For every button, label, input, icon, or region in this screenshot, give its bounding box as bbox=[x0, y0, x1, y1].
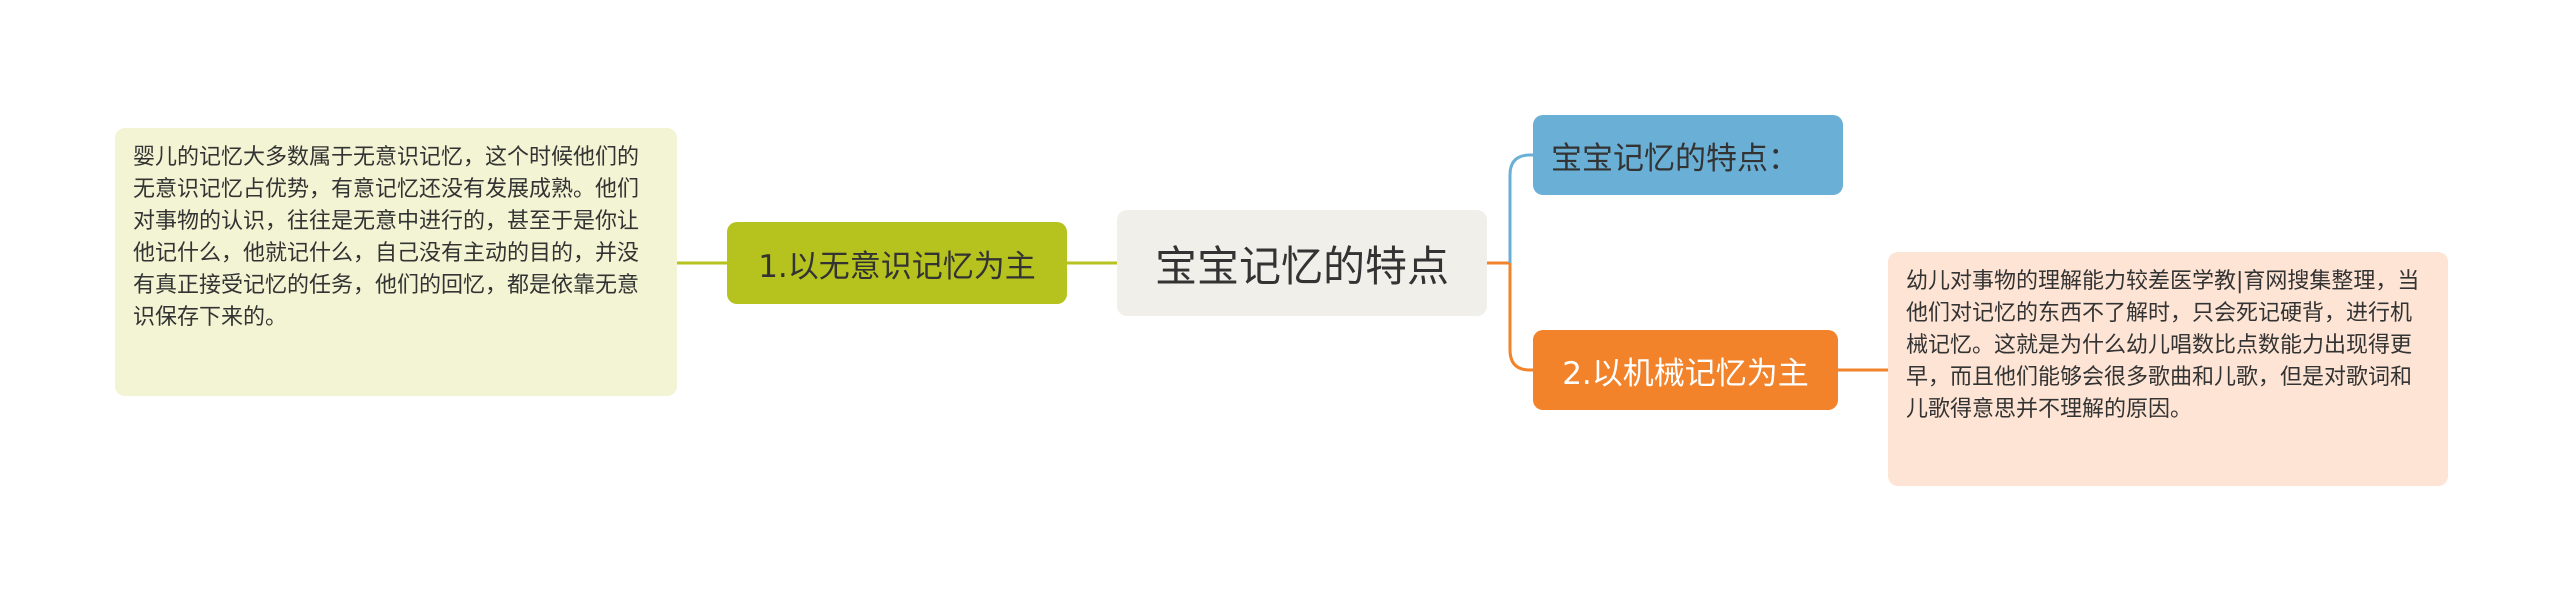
branch-unconscious-memory[interactable]: 1.以无意识记忆为主 bbox=[727, 222, 1067, 304]
right-note: 幼儿对事物的理解能力较差医学教|育网搜集整理，当他们对记忆的东西不了解时，只会死… bbox=[1888, 252, 2448, 486]
connector-right-top bbox=[1508, 153, 1533, 263]
connector-right-bottom bbox=[1508, 263, 1533, 372]
left-note: 婴儿的记忆大多数属于无意识记忆，这个时候他们的无意识记忆占优势，有意记忆还没有发… bbox=[115, 128, 677, 396]
root-topic[interactable]: 宝宝记忆的特点 bbox=[1117, 210, 1487, 316]
branch-mechanical-memory[interactable]: 2.以机械记忆为主 bbox=[1533, 330, 1838, 410]
branch-memory-features[interactable]: 宝宝记忆的特点： bbox=[1533, 115, 1843, 195]
